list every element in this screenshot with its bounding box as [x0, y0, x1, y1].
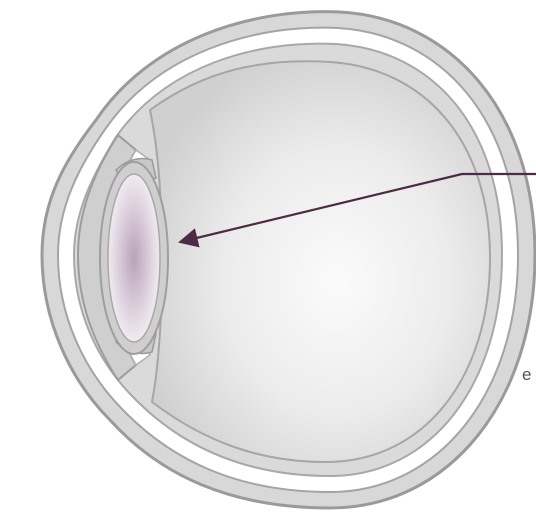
lens [108, 174, 160, 342]
left-edge-label: e [522, 366, 531, 383]
vitreous-body [150, 61, 490, 462]
